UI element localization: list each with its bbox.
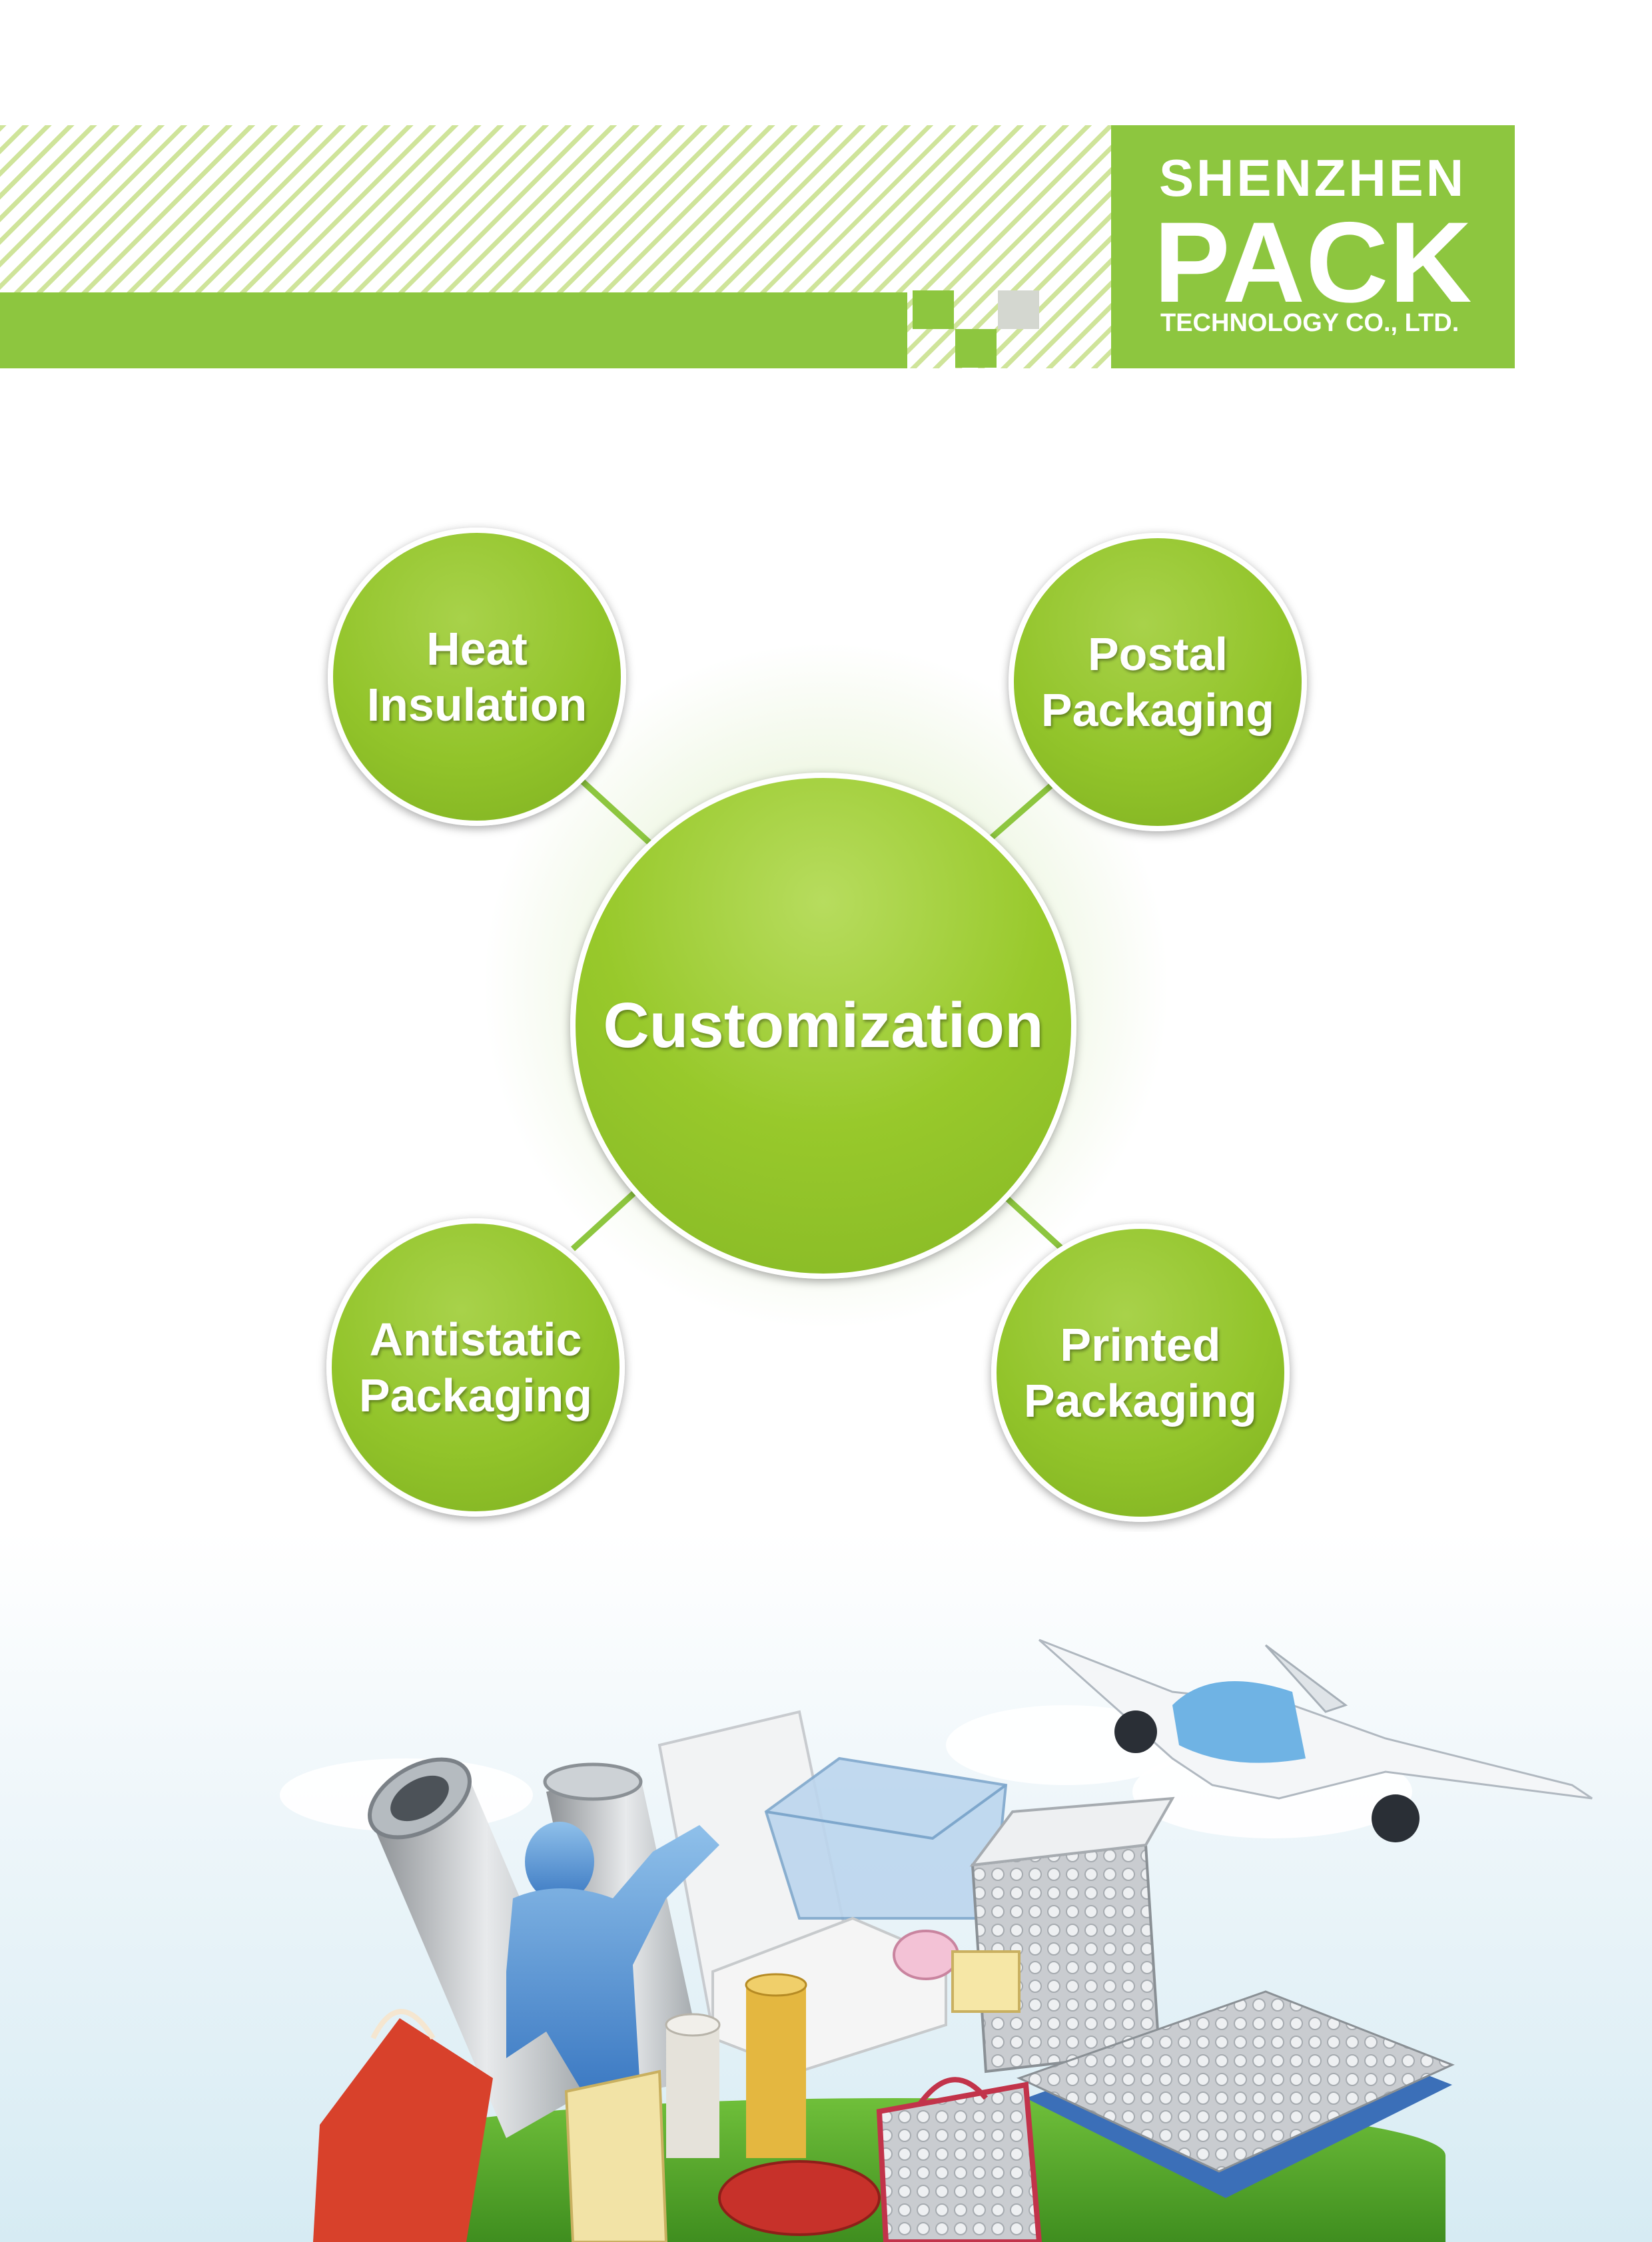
label-roll-icon (893, 1930, 1021, 2013)
foil-roll-icon (368, 1757, 600, 2138)
company-logo: SHENZHEN PACK TECHNOLOGY CO., LTD. (1111, 125, 1515, 368)
airplane-icon (1038, 1639, 1593, 1842)
node-label-line2: Packaging (1023, 1375, 1258, 1427)
node-printed-packaging: Printed Packaging (991, 1224, 1290, 1522)
node-label-line1: Antistatic (369, 1313, 582, 1365)
cooler-bag-icon (876, 2077, 1042, 2242)
paper-tube-icon (665, 2013, 721, 2158)
center-node-label: Customization (603, 990, 1044, 1061)
paper-tube-icon (745, 1973, 807, 2158)
decor-square-gray (998, 290, 1039, 329)
logo-line-company: TECHNOLOGY CO., LTD. (1160, 309, 1459, 337)
connector-heat (570, 770, 652, 845)
node-postal-packaging: Postal Packaging (1009, 533, 1307, 831)
node-label-line1: Heat (426, 623, 528, 675)
round-tin-icon (718, 2160, 881, 2236)
center-node-customization: Customization (570, 773, 1076, 1279)
node-label-line2: Insulation (366, 679, 588, 731)
node-antistatic-packaging: Antistatic Packaging (326, 1218, 625, 1517)
node-label-line2: Packaging (358, 1369, 593, 1421)
node-label-line1: Printed (1060, 1319, 1221, 1371)
bubble-foil-sheet-icon (1017, 1990, 1455, 2198)
decor-square-green (913, 290, 954, 329)
logo-line-pack: PACK (1154, 198, 1473, 326)
node-label-line2: Packaging (1040, 684, 1275, 736)
gift-bag-icon (313, 2009, 493, 2242)
insulated-box-icon (969, 1796, 1175, 2073)
mascot-figure-icon (506, 1822, 719, 2098)
paper-bag-icon (564, 2069, 668, 2242)
decor-square-green (955, 329, 997, 368)
node-heat-insulation: Heat Insulation (328, 528, 626, 826)
header-solid-bar (0, 292, 907, 368)
logo-line-shenzhen: SHENZHEN (1159, 149, 1467, 207)
node-label-line1: Postal (1087, 628, 1228, 680)
